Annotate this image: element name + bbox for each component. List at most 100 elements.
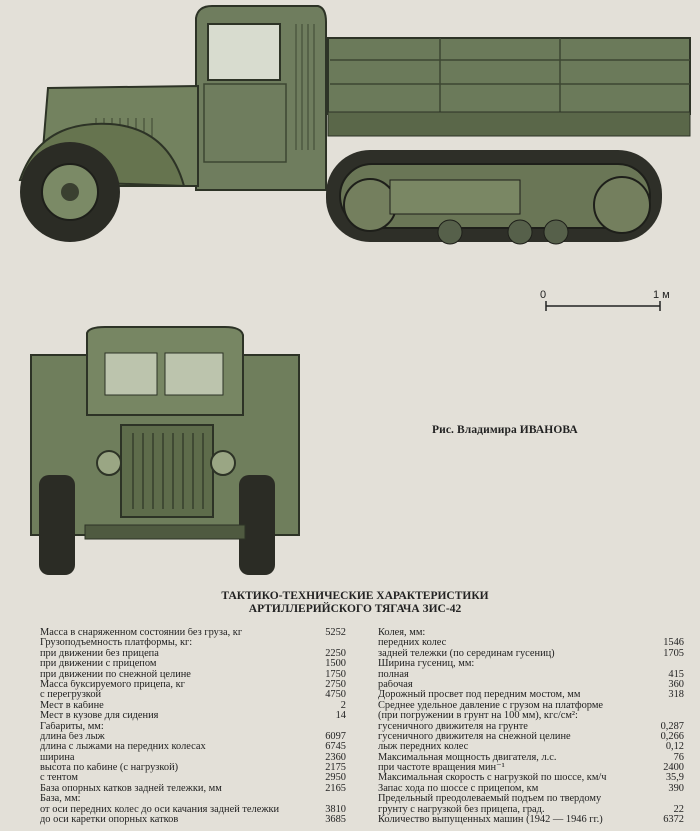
- spec-row: лыж передних колес 0,12: [378, 741, 684, 753]
- spec-value: 390: [668, 782, 684, 794]
- spec-label: при движении без прицепа: [40, 648, 159, 659]
- spec-value: 2165: [325, 782, 346, 794]
- spec-label: Дорожный просвет под передним мостом, мм: [378, 690, 581, 701]
- spec-row: Грузоподъемность платформы, кг:: [40, 638, 346, 648]
- spec-value: 4750: [325, 689, 346, 701]
- spec-value: 5252: [325, 627, 346, 638]
- tractor-front-view-illustration: [30, 326, 300, 575]
- tractor-side-view-illustration: [18, 5, 691, 245]
- spec-row: Количество выпущенных машин (1942 — 1946…: [378, 814, 684, 826]
- spec-label: гусеничного движителя на снежной целине: [378, 731, 571, 742]
- spec-row: Масса в снаряженном состоянии без груза,…: [40, 627, 346, 638]
- spec-row: при движении по снежной целине 1750: [40, 668, 346, 680]
- spec-label: от оси передних колес до оси качания зад…: [40, 804, 280, 815]
- spec-label: рабочая: [378, 679, 413, 690]
- spec-label: лыж передних колес: [378, 742, 469, 753]
- spec-label: Среднее удельное давление с грузом на пл…: [378, 700, 604, 711]
- spec-label: Масса буксируемого прицепа, кг: [40, 679, 185, 690]
- spec-label: с тентом: [40, 773, 78, 784]
- spec-label: при движении с прицепом: [40, 659, 157, 670]
- spec-row: при движении с прицепом 1500: [40, 658, 346, 670]
- spec-row: рабочая 360: [378, 678, 684, 690]
- spec-value: [680, 711, 684, 721]
- spec-row: Максимальная мощность двигателя, л.с. 76: [378, 751, 684, 763]
- spec-row: задней тележки (по серединам гусениц) 170…: [378, 647, 684, 659]
- spec-value: 76: [673, 751, 684, 763]
- spec-value: 1705: [663, 647, 684, 659]
- spec-row: грунту с нагрузкой без прицепа, град.22: [378, 803, 684, 815]
- spec-label: Максимальная скорость с нагрузкой по шос…: [378, 773, 607, 784]
- spec-label: с перегрузкой: [40, 690, 102, 701]
- spec-label: (при погружении в грунт на 100 мм), кгс/…: [378, 711, 578, 722]
- spec-row: высота по кабине (с нагрузкой)2175: [40, 762, 346, 774]
- spec-value: 14: [335, 710, 346, 722]
- spec-label: Максимальная мощность двигателя, л.с.: [378, 752, 557, 763]
- spec-label: Ширина гусениц, мм:: [378, 659, 475, 670]
- spec-row: Колея, мм:: [378, 628, 684, 638]
- spec-label: Мест в кабине: [40, 700, 104, 711]
- spec-row: Ширина гусениц, мм:: [378, 659, 684, 669]
- spec-value: 1750: [325, 668, 346, 680]
- scale-bar: [545, 301, 661, 311]
- spec-row: от оси передних колес до оси качания зад…: [40, 803, 346, 815]
- spec-value: 318: [668, 689, 684, 701]
- spec-row: Дорожный просвет под передним мостом, мм…: [378, 689, 684, 701]
- spec-value: 6745: [325, 741, 346, 753]
- spec-label: ширина: [40, 752, 75, 763]
- spec-value: 0,287: [660, 720, 684, 732]
- spec-label: Запас хода по шоссе с прицепом, км: [378, 783, 539, 794]
- spec-row: (при погружении в грунт на 100 мм), кгс/…: [378, 711, 684, 721]
- spec-label: передних колес: [378, 638, 447, 649]
- spec-value: 360: [668, 678, 684, 690]
- scale-label-one-meter: 1 м: [653, 289, 670, 301]
- spec-value: 22: [673, 803, 684, 815]
- spec-label: Габариты, мм:: [40, 721, 104, 732]
- spec-value: 2250: [325, 647, 346, 659]
- spec-label: Мест в кузове для сидения: [40, 711, 159, 722]
- scale-label-zero: 0: [540, 289, 547, 301]
- spec-value: 2360: [325, 751, 346, 763]
- illustration-credit: Рис. Владимира ИВАНОВА: [432, 424, 578, 436]
- spec-value: 6372: [663, 814, 684, 826]
- spec-label: Масса в снаряженном состоянии без груза,…: [40, 628, 243, 638]
- spec-row: Предельный преодолеваемый подъем по твер…: [378, 794, 684, 804]
- spec-row: при движении без прицепа 2250: [40, 647, 346, 659]
- spec-label: задней тележки (по серединам гусениц): [378, 648, 555, 659]
- spec-value: 0,12: [665, 741, 684, 753]
- spec-value: 2750: [325, 678, 346, 690]
- spec-value: 415: [668, 668, 684, 680]
- spec-value: 3685: [325, 814, 346, 826]
- spec-row: Максимальная скорость с нагрузкой по шос…: [378, 772, 684, 784]
- spec-value: 2175: [325, 762, 346, 774]
- spec-row: Масса буксируемого прицепа, кг 2750: [40, 678, 346, 690]
- spec-value: 3810: [325, 803, 346, 815]
- spec-value: 0,266: [660, 730, 684, 742]
- spec-label: длина без лыж: [40, 731, 105, 742]
- spec-value: 2: [340, 699, 346, 711]
- spec-row: ширина 2360: [40, 751, 346, 763]
- spec-label: Колея, мм:: [378, 628, 426, 638]
- spec-label: при движении по снежной целине: [40, 669, 191, 680]
- spec-value: 1500: [325, 658, 346, 670]
- spec-value: [680, 701, 684, 711]
- spec-row: Мест в кабине 2: [40, 699, 346, 711]
- spec-label: База, мм:: [40, 794, 81, 805]
- spec-row: Среднее удельное давление с грузом на пл…: [378, 701, 684, 711]
- spec-value: 35,9: [665, 772, 684, 784]
- spec-value: 1546: [663, 637, 684, 649]
- spec-label: Грузоподъемность платформы, кг:: [40, 638, 193, 649]
- spec-title-line-1: ТАКТИКО-ТЕХНИЧЕСКИЕ ХАРАКТЕРИСТИКИ: [221, 590, 489, 602]
- spec-label: при частоте вращения мин⁻¹: [378, 763, 505, 774]
- spec-column-left: Масса в снаряженном состоянии без груза,…: [40, 627, 346, 826]
- spec-row: с перегрузкой 4750: [40, 689, 346, 701]
- spec-label: длина с лыжами на передних колесах: [40, 742, 206, 753]
- spec-row: гусеничного движителя на снежной целине 0…: [378, 730, 684, 742]
